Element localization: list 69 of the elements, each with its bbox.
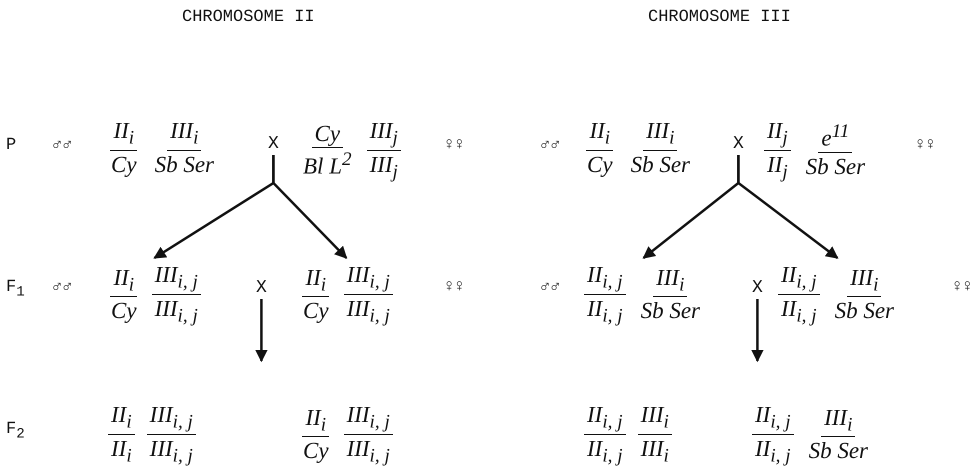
chromosome-label: II$_{i, j}$ xyxy=(584,262,626,295)
chromosome-label: II$_{i, j}$ xyxy=(752,402,794,435)
cross-symbol: X xyxy=(752,278,763,298)
chromosome-label: II$_{i}$ xyxy=(110,264,138,298)
chromosome-label: Sb Ser xyxy=(808,437,869,464)
arrow xyxy=(737,155,838,259)
chromosome-label: Sb Ser xyxy=(154,150,215,177)
chromosome-label: II$_{i, j}$ xyxy=(778,262,820,295)
cross-symbol: X xyxy=(733,134,744,154)
chromosome-label: Cy xyxy=(302,437,330,464)
chromosome-label: II$_{i}$ xyxy=(110,118,138,151)
chromosome-label: Cy xyxy=(302,297,330,324)
chromosome-label: II$_{i, j}$ xyxy=(780,294,818,326)
cross-symbol: X xyxy=(256,278,267,298)
chromosome-label: III$_{j}$ xyxy=(366,118,401,151)
chromosome-label: III$_{i, j}$ xyxy=(344,262,393,295)
generation-label: F$_{1}$ xyxy=(6,278,25,300)
chromosome-label: III$_{i, j}$ xyxy=(148,434,194,466)
chromosome-label: II$_{i}$ xyxy=(586,118,614,151)
chromosome-label: III$_{i, j}$ xyxy=(152,262,201,295)
chromosome-label: II$_{i, j}$ xyxy=(586,294,624,326)
chromosome-label: III$_{i}$ xyxy=(167,118,202,151)
chromosome-label: Sb Ser xyxy=(630,150,691,177)
chromosome-label: III$_{j}$ xyxy=(368,150,399,182)
chromosome-label: II$_{i, j}$ xyxy=(754,434,792,466)
chromosome-label: Sb Ser xyxy=(804,153,866,180)
male-symbol: ♂♂ xyxy=(52,278,72,297)
chromosome-label: Sb Ser xyxy=(834,297,895,324)
generation-label: P xyxy=(6,136,16,155)
arrow xyxy=(272,155,348,259)
chromosome-label: Cy xyxy=(586,150,614,177)
chromosome-heading: CHROMOSOME III xyxy=(648,8,791,27)
female-symbol: ♀♀ xyxy=(444,278,464,297)
chromosome-label: II$_{i}$ xyxy=(110,434,133,466)
male-symbol: ♂♂ xyxy=(540,136,560,155)
chromosome-label: III$_{i}$ xyxy=(847,264,882,298)
chromosome-label: III$_{i}$ xyxy=(640,434,670,466)
chromosome-label: Sb Ser xyxy=(640,297,701,324)
chromosome-label: III$_{i}$ xyxy=(821,404,856,438)
chromosome-label: II$_{i}$ xyxy=(108,402,135,435)
generation-label: F$_{2}$ xyxy=(6,420,25,442)
chromosome-heading: CHROMOSOME II xyxy=(182,8,315,27)
female-symbol: ♀♀ xyxy=(952,278,972,297)
male-symbol: ♂♂ xyxy=(540,278,560,297)
chromosome-label: III$_{i, j}$ xyxy=(344,402,393,435)
female-symbol: ♀♀ xyxy=(915,136,936,155)
chromosome-label: III$_{i}$ xyxy=(638,402,672,435)
cross-symbol: X xyxy=(268,134,279,154)
female-symbol: ♀♀ xyxy=(444,136,464,155)
chromosome-label: II$_{i}$ xyxy=(302,404,330,438)
chromosome-label: III$_{i, j}$ xyxy=(346,294,391,326)
chromosome-label: III$_{i}$ xyxy=(643,118,678,151)
chromosome-label: Bl L$^{2}$ xyxy=(302,148,353,180)
chromosome-label: II$_{i, j}$ xyxy=(586,434,624,466)
chromosome-label: II$_{j}$ xyxy=(764,118,791,151)
chromosome-label: III$_{i}$ xyxy=(653,264,688,298)
chromosome-label: Cy xyxy=(312,121,344,148)
arrow xyxy=(255,299,268,362)
chromosome-label: Cy xyxy=(110,297,138,324)
chromosome-label: Cy xyxy=(110,150,138,177)
chromosome-label: II$_{i}$ xyxy=(302,264,330,298)
chromosome-label: III$_{i, j}$ xyxy=(146,402,196,435)
male-symbol: ♂♂ xyxy=(52,136,72,155)
chromosome-label: II$_{j}$ xyxy=(766,150,789,182)
chromosome-label: e$^{11}$ xyxy=(818,121,852,153)
chromosome-label: III$_{i, j}$ xyxy=(346,434,391,466)
chromosome-label: II$_{i, j}$ xyxy=(584,402,626,435)
chromosome-label: III$_{i, j}$ xyxy=(154,294,199,326)
arrow xyxy=(751,299,764,362)
